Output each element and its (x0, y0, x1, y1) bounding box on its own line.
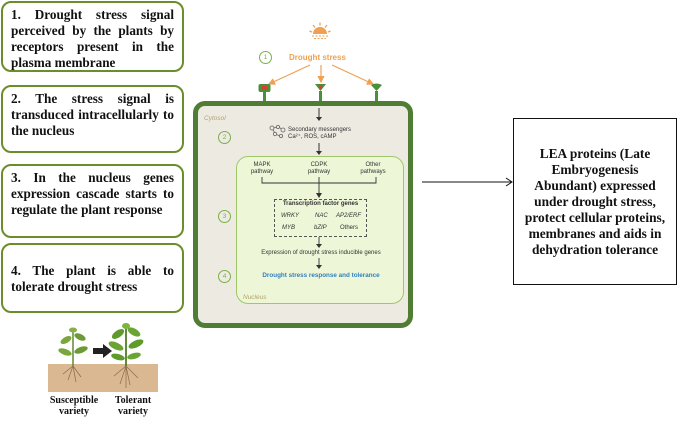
pathway-mapk: MAPK pathway (245, 162, 279, 176)
pathway-other-name: Other (365, 162, 381, 168)
tf-gene-others: Others (340, 225, 359, 231)
drought-stress-label: Drought stress (289, 53, 346, 62)
response-label: Drought stress response and tolerance (262, 272, 380, 279)
tolerant-plant-icon (108, 323, 144, 366)
step-number-3: 3 (218, 210, 231, 223)
lea-arrow (422, 177, 513, 187)
step-number-4: 4 (218, 270, 231, 283)
sun-icon (309, 22, 331, 39)
susceptible-plant-icon (58, 327, 88, 366)
response-arrow (316, 258, 322, 269)
cytosol-label: Cytosol (204, 115, 226, 122)
step-text-4: 4. The plant is able to tolerate drought… (11, 263, 174, 294)
receptor-icon (371, 83, 382, 101)
transition-arrow-icon (93, 344, 112, 358)
lea-proteins-text: LEA proteins (Late Embryogenesis Abundan… (524, 145, 666, 257)
pathway-other-suffix: pathways (360, 169, 386, 175)
tf-gene-wrky: WRKY (281, 213, 299, 219)
pathway-cdpk-suffix: pathway (307, 169, 331, 175)
step-box-1: 1. Drought stress signal perceived by th… (1, 1, 184, 72)
pathway-mapk-suffix: pathway (250, 169, 274, 175)
tf-genes-box (274, 199, 367, 237)
nucleus-label: Nucleus (243, 294, 267, 301)
step-text-1: 1. Drought stress signal perceived by th… (11, 7, 174, 70)
molecules-icon (269, 124, 286, 138)
messengers-list: Ca²⁺, ROS, cAMP (288, 134, 337, 140)
receptor-icon (258, 84, 271, 101)
pathway-mapk-name: MAPK (253, 162, 271, 168)
step-number-2: 2 (218, 131, 231, 144)
pathway-cdpk-name: CDPK (310, 162, 328, 168)
messenger-arrow (316, 143, 322, 155)
step-box-3: 3. In the nucleus genes expression casca… (1, 164, 184, 238)
lea-proteins-box: LEA proteins (Late Embryogenesis Abundan… (513, 118, 677, 285)
tf-genes-title: Transcription factor genes (282, 201, 359, 207)
pathway-other: Other pathways (355, 162, 391, 176)
plant-varieties-illustration (48, 323, 158, 392)
step-text-2: 2. The stress signal is transduced intra… (11, 91, 174, 138)
messengers-label: Secondary messengers Ca²⁺, ROS, cAMP (288, 127, 368, 141)
step-text-3: 3. In the nucleus genes expression casca… (11, 170, 174, 217)
pathway-bracket (261, 177, 377, 198)
tf-gene-ap2erf: AP2/ERF (336, 213, 362, 219)
tf-gene-nac: NAC (315, 213, 328, 219)
receptor-icon (315, 84, 326, 101)
soil-band (48, 364, 158, 392)
step-box-2: 2. The stress signal is transduced intra… (1, 85, 184, 153)
signal-arrows (267, 64, 375, 85)
tolerant-variety-label: Tolerant variety (114, 395, 152, 417)
messengers-title: Secondary messengers (288, 127, 352, 133)
susceptible-variety-label: Susceptible variety (49, 395, 99, 417)
tf-gene-bzip: bZIP (314, 225, 327, 231)
step-number-1: 1 (259, 51, 272, 64)
expression-label: Expression of drought stress inducible g… (261, 250, 381, 256)
transduction-arrow (316, 108, 322, 121)
tf-gene-myb: MYB (282, 225, 296, 231)
pathway-cdpk: CDPK pathway (302, 162, 336, 176)
step-box-4: 4. The plant is able to tolerate drought… (1, 243, 184, 313)
expression-arrow (316, 237, 322, 248)
